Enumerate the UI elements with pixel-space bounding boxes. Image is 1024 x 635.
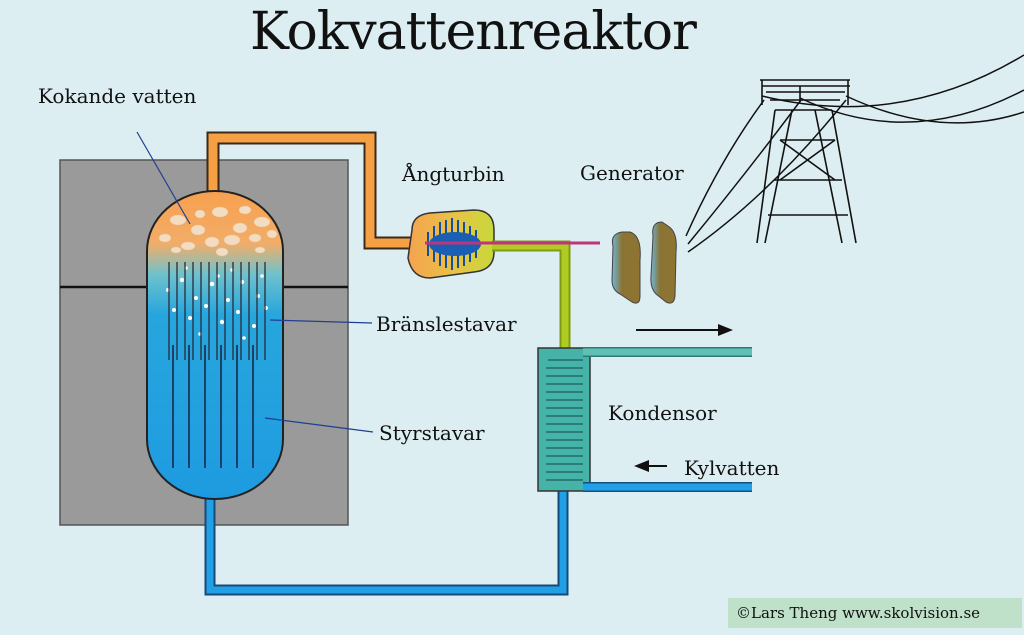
arrow-left-icon <box>634 460 667 472</box>
page-title: Kokvattenreaktor <box>250 2 697 62</box>
leader-lines <box>136 131 374 433</box>
label-boiling-water: Kokande vatten <box>38 84 197 108</box>
fuel-rods <box>168 262 266 360</box>
label-steam-turbine: Ångturbin <box>402 162 505 186</box>
label-control-rods: Styrstavar <box>379 421 485 445</box>
condenser-coil <box>546 359 583 481</box>
condenser-unit <box>537 347 591 492</box>
credit-footer: ©Lars Theng www.skolvision.se <box>728 598 1022 628</box>
power-pylon-icon <box>756 79 857 244</box>
arrow-right-icon <box>636 324 733 336</box>
power-lines <box>685 54 1024 253</box>
steam-bubbles <box>158 205 278 257</box>
label-condenser: Kondensor <box>608 401 717 425</box>
label-fuel-rods: Bränslestavar <box>376 312 517 336</box>
label-generator: Generator <box>580 161 684 185</box>
generator-rotor <box>611 221 677 304</box>
control-rods <box>172 345 254 468</box>
label-cooling-water: Kylvatten <box>684 456 780 480</box>
